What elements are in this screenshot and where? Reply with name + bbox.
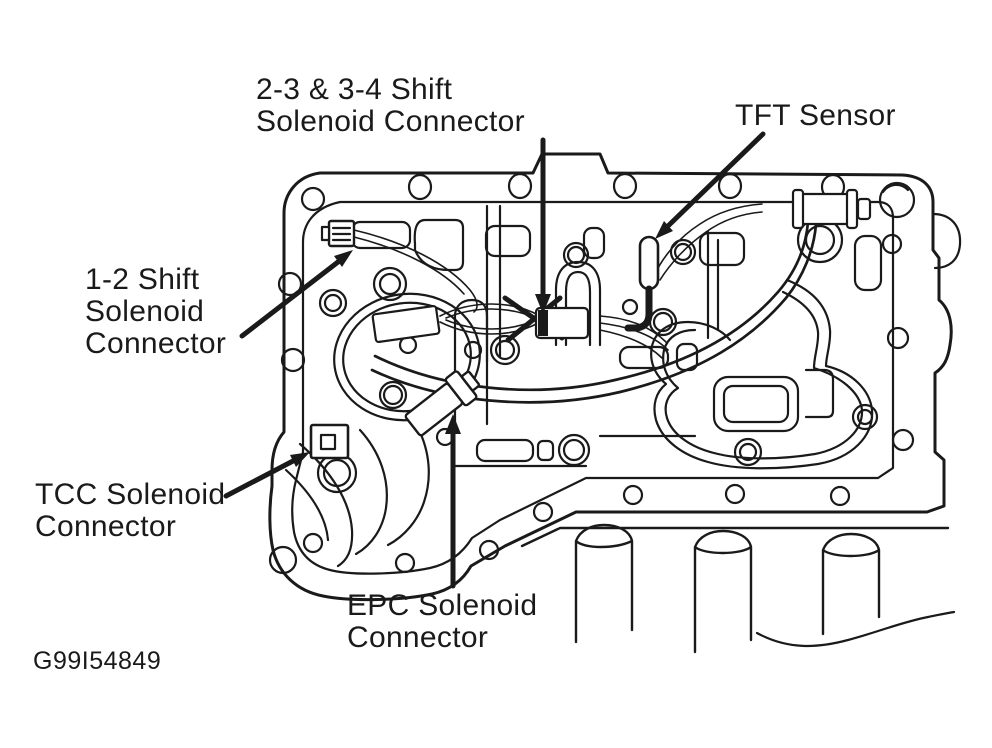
label-line: EPC Solenoid	[347, 589, 538, 622]
bolt-holes	[268, 172, 916, 575]
arrow-23-34-connector	[535, 137, 551, 314]
connector-12-shift	[320, 219, 356, 248]
label-line: Connector	[35, 510, 177, 543]
label-line: TFT Sensor	[735, 99, 896, 132]
label-line: Connector	[347, 621, 489, 654]
label-line: Connector	[85, 327, 227, 360]
arrow-tcc-connector	[223, 452, 310, 499]
label-epc-connector: EPC Solenoid Connector	[347, 590, 537, 654]
connector-23-34-shift	[534, 260, 602, 347]
leader-arrows	[223, 131, 766, 589]
arrow-epc-connector	[445, 414, 461, 589]
label-line: TCC Solenoid	[35, 478, 226, 511]
figure-code: G99I54849	[33, 647, 162, 675]
label-tft-sensor: TFT Sensor	[735, 100, 896, 132]
connector-epc	[404, 370, 481, 437]
label-shift-23-34-connector: 2-3 & 3-4 Shift Solenoid Connector	[256, 74, 525, 138]
arrow-tft-sensor	[655, 131, 766, 239]
gasket-line	[291, 200, 895, 575]
valve-body-details	[284, 204, 883, 568]
label-line: 1-2 Shift	[85, 263, 200, 296]
label-line: 2-3 & 3-4 Shift	[256, 73, 453, 106]
pan-outline	[268, 152, 962, 602]
label-line: Solenoid Connector	[256, 105, 525, 138]
arrow-12-connector	[239, 250, 353, 339]
label-shift-12-connector: 1-2 Shift Solenoid Connector	[85, 264, 226, 360]
label-line: Solenoid	[85, 295, 205, 328]
tft-sensor-shape	[624, 235, 660, 332]
case-cylinders	[520, 523, 956, 654]
connector-tcc	[309, 423, 350, 460]
label-tcc-connector: TCC Solenoid Connector	[35, 479, 225, 543]
